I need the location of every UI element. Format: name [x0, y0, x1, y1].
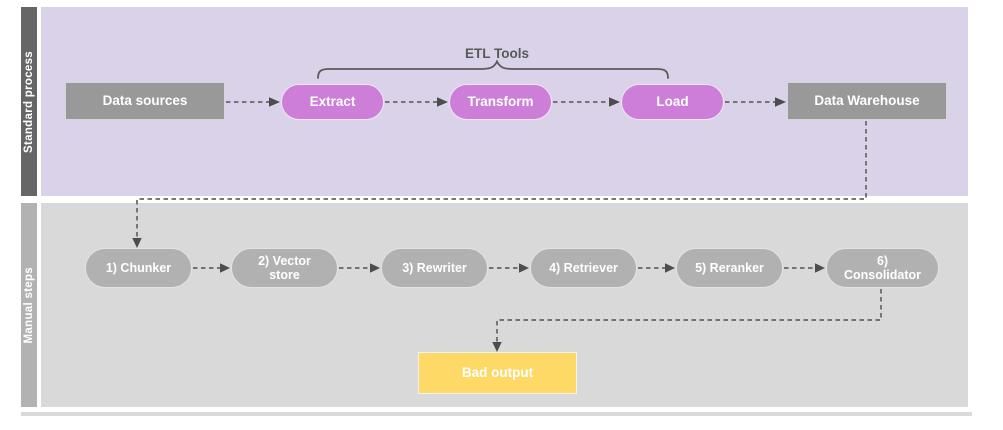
node-transform: Transform	[449, 84, 552, 120]
node-consolidator: 6) Consolidator	[826, 248, 939, 288]
etl-tools-label: ETL Tools	[465, 46, 529, 61]
lane-label-standard-process: Standard process	[23, 50, 35, 153]
node-bad-output: Bad output	[418, 352, 577, 394]
lane-header-standard-process: Standard process	[21, 7, 37, 196]
node-vector-store: 2) Vector store	[231, 248, 338, 288]
node-load: Load	[621, 84, 724, 120]
node-data-warehouse: Data Warehouse	[787, 82, 947, 120]
node-retriever: 4) Retriever	[530, 248, 637, 288]
lane-header-manual-steps: Manual steps	[21, 203, 37, 407]
lane-label-manual-steps: Manual steps	[23, 266, 35, 344]
node-chunker: 1) Chunker	[85, 248, 192, 288]
node-data-sources: Data sources	[65, 82, 225, 120]
node-reranker: 5) Reranker	[676, 248, 783, 288]
node-extract: Extract	[281, 84, 384, 120]
node-rewriter: 3) Rewriter	[381, 248, 488, 288]
page-divider	[21, 412, 972, 416]
